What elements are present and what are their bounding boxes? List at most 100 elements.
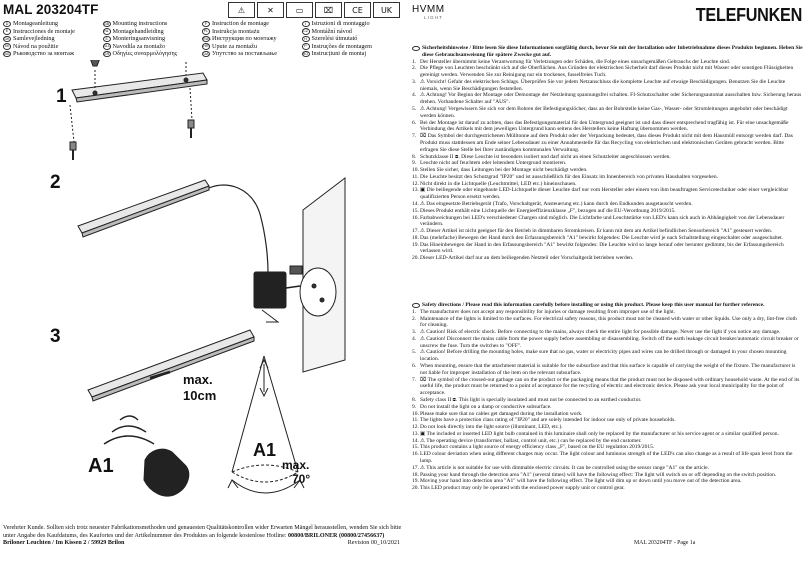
item-text: LED colour deviation when using differen… — [420, 451, 793, 464]
language-label: Montagehandleiding — [112, 27, 164, 35]
language-code-icon: SLO — [102, 43, 111, 50]
item-number: 13. — [412, 430, 419, 437]
language-circle-icon — [412, 45, 420, 52]
item-text: Der Hersteller übernimmt keine Verantwor… — [420, 58, 731, 65]
brand-logo: TELEFUNKEN — [695, 5, 802, 25]
figure-step-2 — [77, 176, 346, 373]
language-code-icon: S — [102, 35, 111, 43]
list-item: 3.⚠ Vorsicht! Gefahr des elektrischen Sc… — [412, 79, 803, 93]
language-label: Návod na použitie — [13, 42, 59, 50]
language-code-icon: I — [301, 20, 310, 28]
language-label: Szerelési útmutató — [311, 35, 358, 43]
item-text: Dieser LED-Artikel darf nur an dem beili… — [420, 255, 634, 262]
list-item: 14.⚠ The operating device (transformer, … — [412, 438, 803, 445]
language-label: Instrukcja montażu — [212, 27, 260, 35]
list-item: 8.Safety class II ⧈. This light is speci… — [412, 397, 803, 404]
hvmm-logo-subtitle: LIGHT — [424, 15, 444, 20]
list-item: 9.Do not install the light on a damp or … — [412, 404, 803, 411]
item-text: Das (mehrfache) Bewegen der Hand durch d… — [420, 234, 784, 241]
item-number: 17. — [412, 228, 419, 235]
list-item: 2.Die Pflege von Leuchten beschränkt sic… — [412, 65, 803, 79]
item-text: ⚠ The operating device (transformer, bal… — [420, 437, 642, 444]
language-code-icon: NL — [102, 28, 111, 35]
item-text: Passing your hand through the detection … — [420, 471, 777, 478]
language-label: Samlevejledning — [13, 35, 55, 43]
item-text: ▣ Die beiliegende oder eingebaute LED-Li… — [420, 187, 789, 201]
language-label: Ръководство за монтаж — [13, 50, 75, 58]
language-label: Istruzioni di montaggio — [311, 20, 370, 27]
item-number: 15. — [412, 444, 419, 451]
item-number: 13. — [412, 187, 419, 194]
language-label: Monteringsanvisning — [112, 35, 166, 43]
item-text: ⌧ The symbol of the crossed-out garbage … — [420, 376, 800, 397]
item-text: Do not look directly into the light sour… — [420, 424, 563, 431]
list-item: 10.Stellen Sie sicher, dass Leitungen be… — [412, 167, 803, 174]
list-item: 11.The lights have a protection class ra… — [412, 417, 803, 424]
language-code-icon: BG — [3, 50, 11, 58]
package-icon: ▭ — [286, 2, 313, 18]
list-item: 13.▣ The included or inserted LED light … — [412, 431, 803, 438]
hotline-text: Verehrter Kunde. Sollten sich trotz neue… — [3, 525, 402, 539]
list-item: 10.Please make sure that no cables get d… — [412, 411, 803, 418]
item-text: ⚠ Caution! Disconnect the mains cable fr… — [420, 335, 799, 349]
list-item: 14.⚠ Das eingesetzte Betriebsgerät (Traf… — [412, 201, 803, 208]
list-item: 15.Dieses Produkt enthält eine Lichtquel… — [412, 208, 803, 215]
safety-directions-german: Sicherheitshinweise / Bitte lesen Sie di… — [412, 45, 803, 262]
list-item: 7.⌧ Das Symbol der durchgestrichenen Mül… — [412, 133, 803, 153]
ce-icon: CE — [344, 2, 371, 18]
language-label: Instruções de montagem — [311, 42, 372, 50]
language-label: Navodila za montažo — [112, 42, 166, 50]
item-number: 8. — [412, 396, 417, 403]
list-item: 17.⚠ This article is not suitable for us… — [412, 465, 803, 472]
list-item: 6.Bei der Montage ist darauf zu achten, … — [412, 120, 803, 134]
item-number: 5. — [412, 349, 417, 356]
item-text: This product contains a light source of … — [420, 444, 655, 451]
list-item: 5.⚠ Achtung! Vergewissern Sie sich vor d… — [412, 106, 803, 120]
list-item: 12.Nicht direkt in die Lichtquelle (Leuc… — [412, 181, 803, 188]
item-number: 3. — [412, 78, 417, 85]
list-item: 9.Leuchte nicht auf feuchtem oder leiten… — [412, 160, 803, 167]
language-label: Упутство за постављање — [212, 50, 277, 58]
item-number: 12. — [412, 180, 419, 187]
item-text: ⚠ Das eingesetzte Betriebsgerät (Trafo, … — [420, 200, 693, 207]
item-number: 7. — [412, 376, 417, 383]
page-footer: MAL 203204TF - Page 1a — [634, 540, 696, 546]
item-number: 17. — [412, 464, 419, 471]
language-label: Instrucțiuni de montaj — [311, 50, 367, 58]
item-number: 8. — [412, 153, 417, 160]
language-code-icon: H — [301, 35, 310, 43]
max-angle-label-1: max. — [282, 458, 310, 472]
list-item: 13.▣ Die beiliegende oder eingebaute LED… — [412, 187, 803, 201]
language-circle-icon — [412, 302, 420, 309]
list-item: 19.Das Hineinbewegen der Hand in den Erf… — [412, 242, 803, 256]
item-text: ▣ The included or inserted LED light bul… — [420, 430, 779, 437]
list-item: 16.Farbabweichungen bei LED's verschiede… — [412, 215, 803, 229]
language-code-icon: CZ — [301, 28, 310, 35]
item-number: 1. — [412, 308, 417, 315]
model-number: MAL 203204TF — [3, 2, 99, 17]
language-label: Instruction de montage — [212, 20, 270, 27]
item-text: ⚠ Caution! Risk of electric shock. Befor… — [420, 329, 781, 336]
right-panel: HVMM LIGHT TELEFUNKEN Sicherheitshinweis… — [404, 0, 808, 561]
language-code-icon: PL — [202, 28, 210, 35]
item-text: Bei der Montage ist darauf zu achten, da… — [420, 119, 789, 133]
item-text: Das Hineinbewegen der Hand in den Erfass… — [420, 241, 784, 255]
item-number: 10. — [412, 410, 419, 417]
item-text: Die Leuchte besitzt den Schutzgrad "IP20… — [420, 173, 718, 180]
sensor-area-a1-cone: A1 — [253, 440, 277, 460]
list-item: 18.Das (mehrfache) Bewegen der Hand durc… — [412, 235, 803, 242]
list-item: 5.⚠ Caution! Before drilling the mountin… — [412, 349, 803, 363]
list-item: 17.⚠ Dieser Artikel ist nicht geeignet f… — [412, 228, 803, 235]
item-number: 19. — [412, 478, 419, 485]
